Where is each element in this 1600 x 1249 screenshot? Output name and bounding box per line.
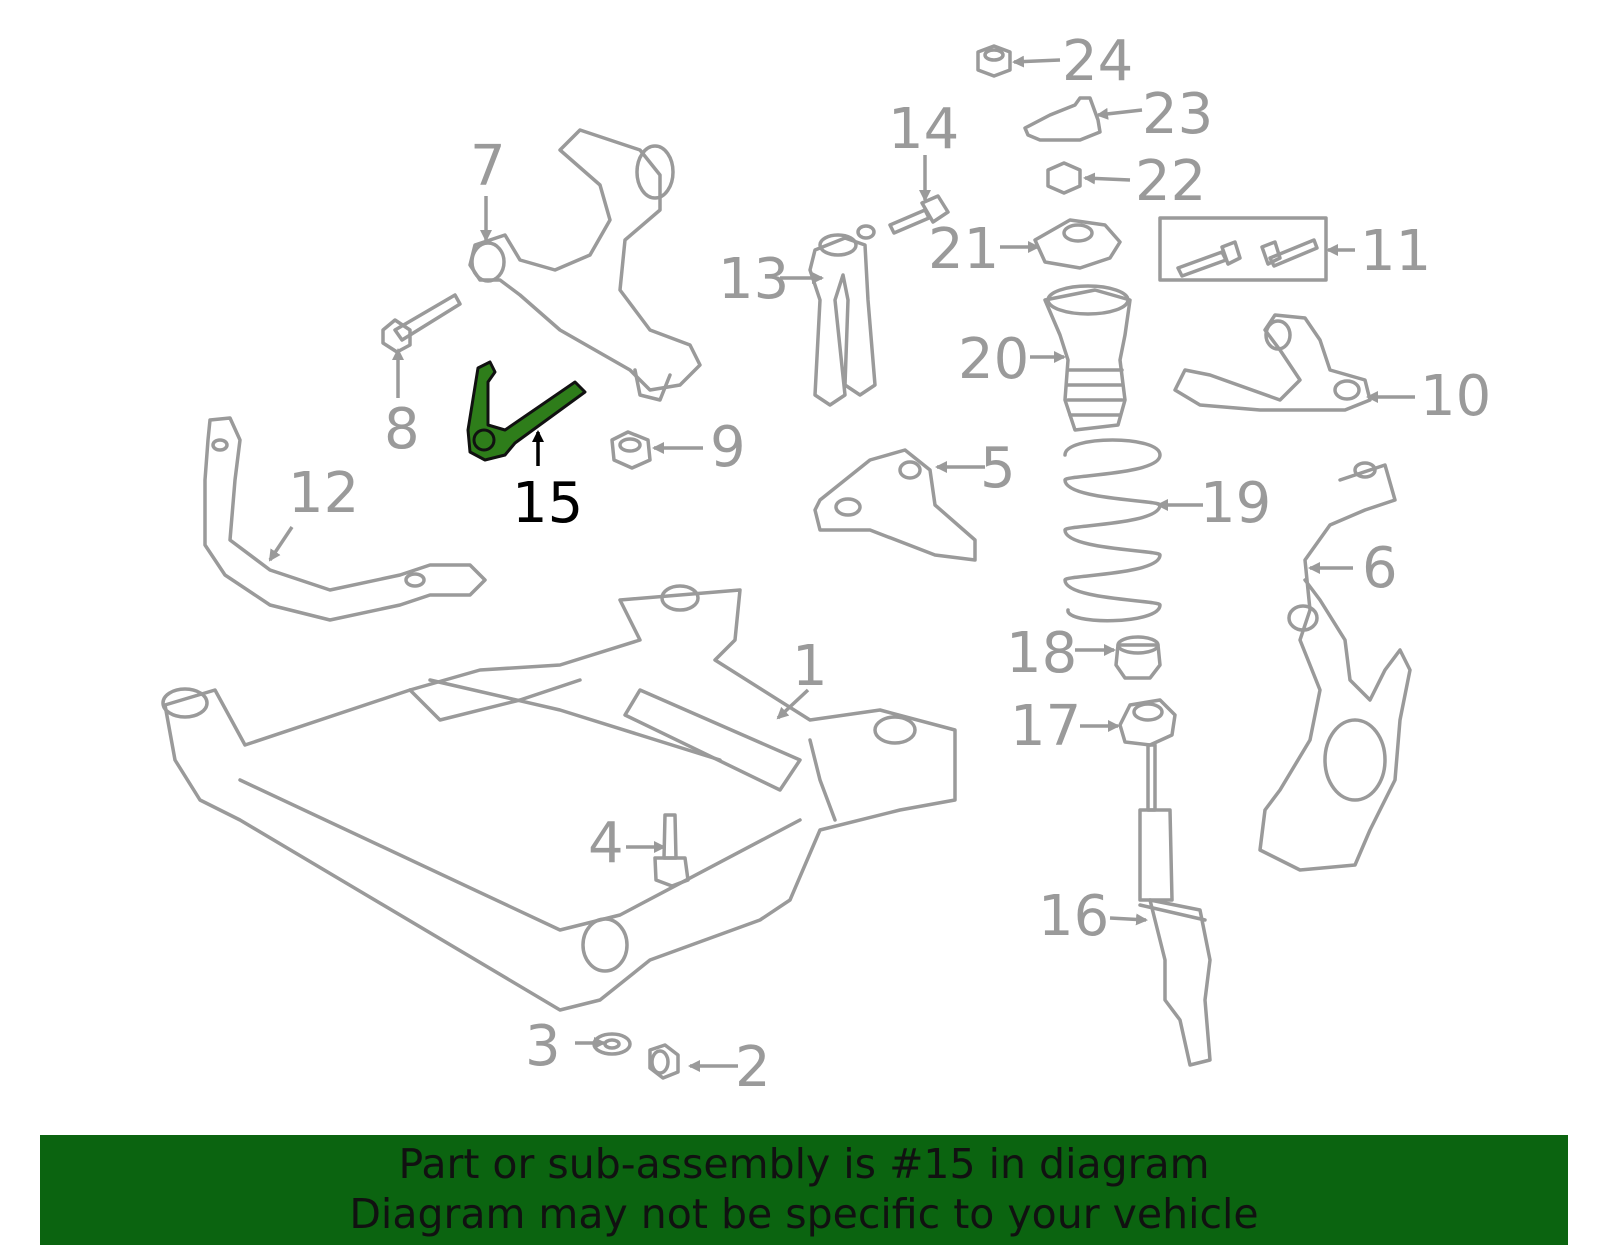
part-21-mount <box>1033 218 1122 270</box>
part-2-nut <box>648 1043 680 1080</box>
part-18-bump-stop <box>1114 635 1162 680</box>
leader-arrows <box>268 55 1415 1072</box>
part-10-upper-arm <box>1173 313 1372 412</box>
part-22-nut <box>1046 161 1082 195</box>
callout-17: 17 <box>1010 694 1081 759</box>
part-23-top-plate <box>1023 96 1102 142</box>
part-12-stabilizer-bar <box>203 416 487 622</box>
callout-18: 18 <box>1006 621 1077 686</box>
part-11-bolt-kit <box>1158 216 1328 282</box>
callout-13: 13 <box>718 247 789 312</box>
part-7-control-arm <box>468 128 702 402</box>
callout-7: 7 <box>470 134 506 199</box>
part-17-spring-seat <box>1118 698 1177 747</box>
part-6-knuckle <box>1258 461 1412 872</box>
part-14-bolt <box>888 194 950 235</box>
callout-19: 19 <box>1200 471 1271 536</box>
callout-1: 1 <box>792 634 828 699</box>
part-16-strut <box>1138 743 1212 1067</box>
callout-4: 4 <box>588 811 624 876</box>
callout-21: 21 <box>928 217 999 282</box>
callout-6: 6 <box>1362 536 1398 601</box>
callout-11: 11 <box>1360 219 1431 284</box>
callout-16: 16 <box>1038 884 1109 949</box>
part-8-bolt <box>381 293 462 354</box>
part-13-link <box>808 224 877 407</box>
part-20-boot <box>1043 284 1132 432</box>
part-4-bolt <box>653 813 690 888</box>
callout-22: 22 <box>1135 149 1206 214</box>
callout-10: 10 <box>1420 364 1491 429</box>
part-19-coil-spring <box>1063 438 1162 623</box>
callout-3: 3 <box>525 1014 561 1079</box>
info-banner: Part or sub-assembly is #15 in diagram D… <box>40 1135 1568 1245</box>
callout-12: 12 <box>288 461 359 526</box>
callout-2: 2 <box>735 1035 771 1100</box>
callout-24: 24 <box>1062 29 1133 94</box>
part-15-highlighted-arm <box>466 360 587 462</box>
part-9-nut <box>610 430 652 470</box>
banner-line-2: Diagram may not be specific to your vehi… <box>349 1190 1259 1238</box>
callout-labels: 1 2 3 4 5 6 7 8 9 10 11 12 13 14 15 16 1… <box>288 29 1491 1100</box>
banner-line-1: Part or sub-assembly is #15 in diagram <box>398 1140 1210 1188</box>
callout-9: 9 <box>710 415 746 480</box>
callout-23: 23 <box>1142 82 1213 147</box>
callout-5: 5 <box>980 436 1016 501</box>
suspension-parts-diagram: 1 2 3 4 5 6 7 8 9 10 11 12 13 14 15 16 1… <box>161 29 1491 1100</box>
part-5-bracket <box>813 448 977 562</box>
callout-8: 8 <box>384 397 420 462</box>
part-24-nut <box>976 44 1012 78</box>
callout-20: 20 <box>958 327 1029 392</box>
callout-15: 15 <box>512 471 583 536</box>
callout-14: 14 <box>888 97 959 162</box>
part-1-subframe <box>161 584 957 1012</box>
